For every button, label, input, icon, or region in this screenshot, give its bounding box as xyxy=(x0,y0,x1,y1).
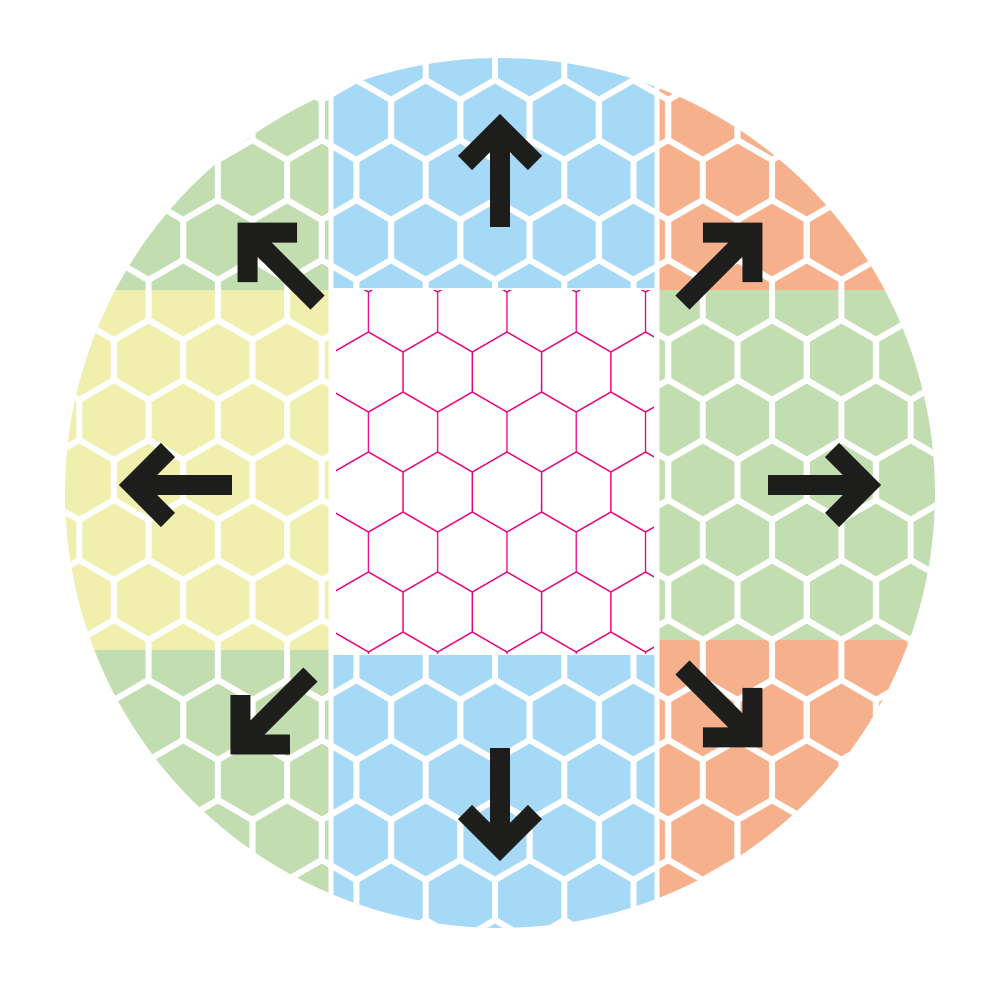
arrows xyxy=(118,113,882,862)
arrow-left-icon xyxy=(118,442,232,528)
arrow-up-right-icon xyxy=(675,222,763,310)
arrow-down-icon xyxy=(457,748,543,862)
arrow-up-icon xyxy=(457,113,543,227)
center-outline-pattern xyxy=(336,290,654,654)
arrow-down-right-icon xyxy=(675,660,763,748)
arrow-up-left-icon xyxy=(237,222,325,310)
arrow-down-left-icon xyxy=(230,667,318,755)
arrow-right-icon xyxy=(768,442,882,528)
